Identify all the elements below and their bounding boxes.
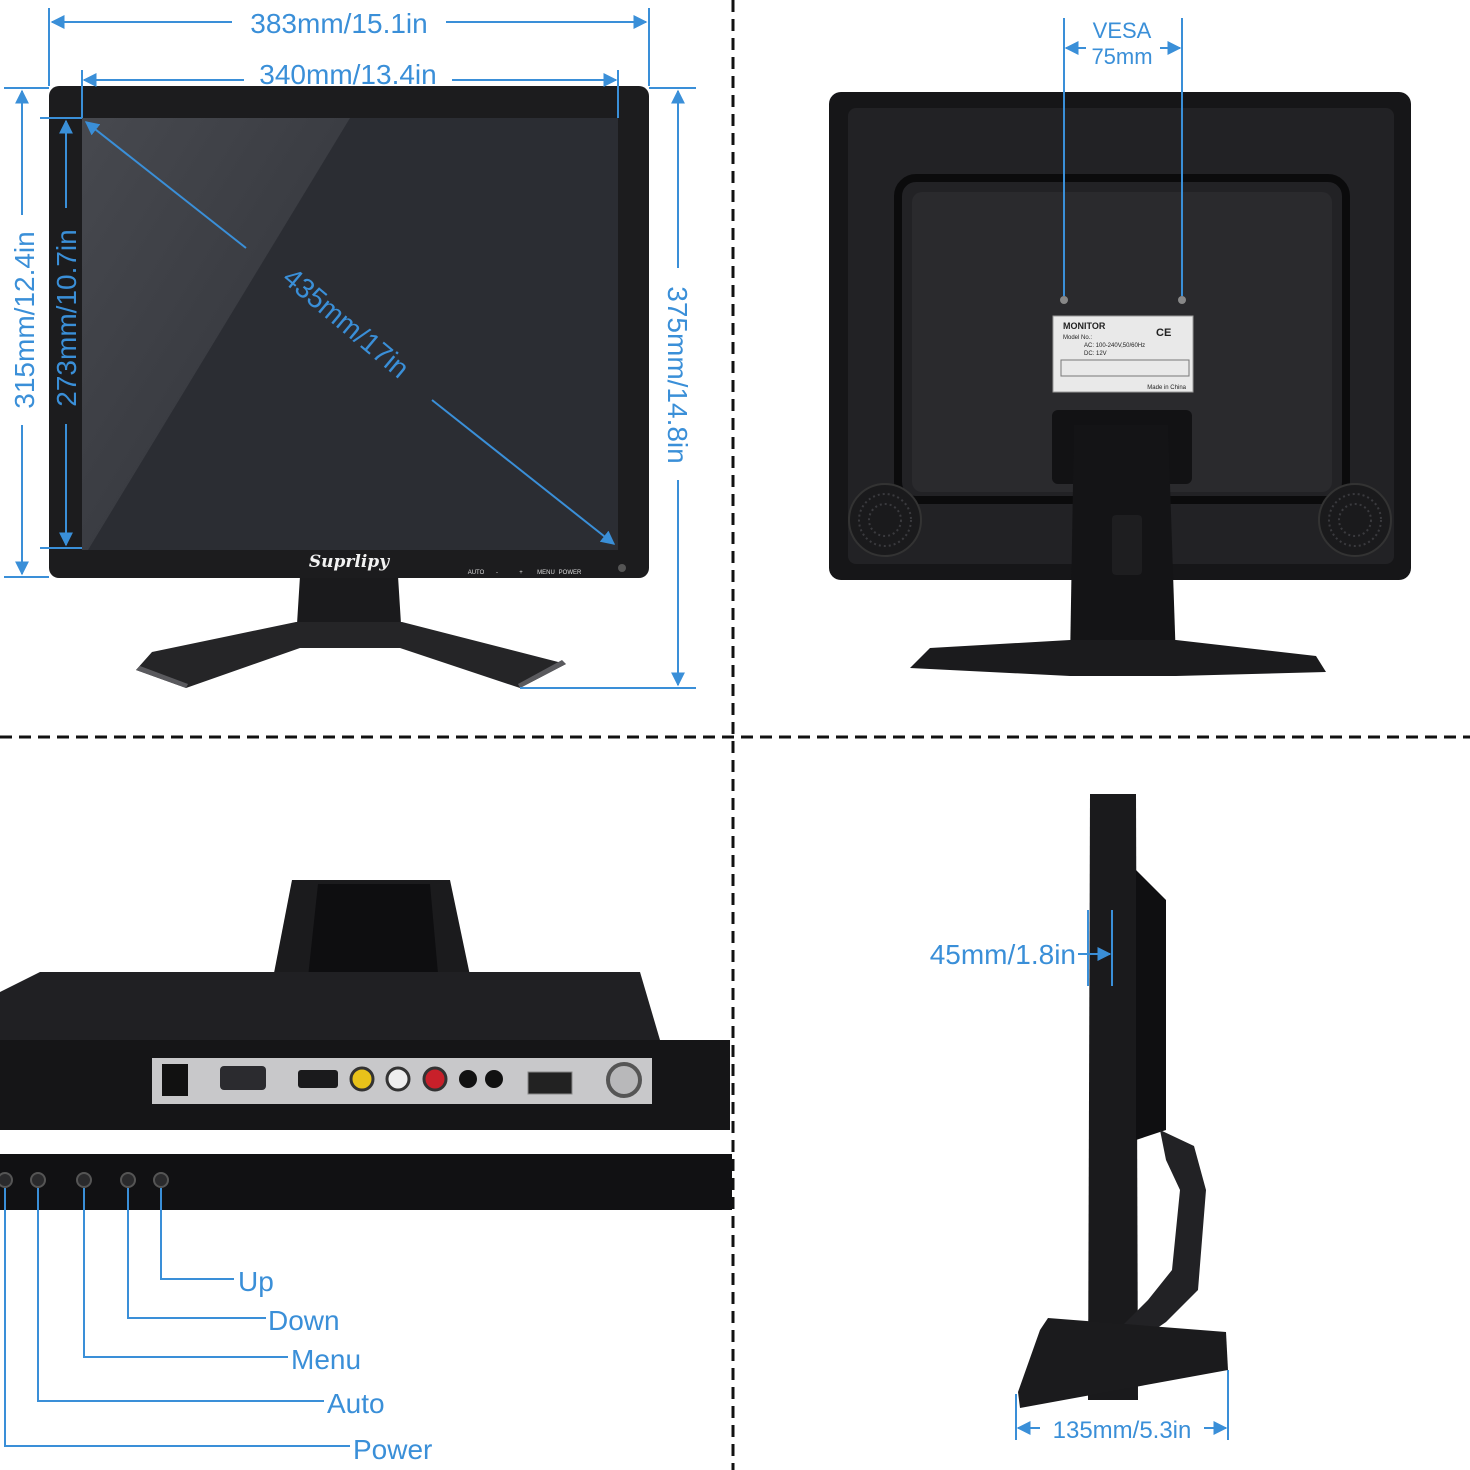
rating-label-ac: AC: 100-240V,50/60Hz [1084,343,1145,349]
side-view: 45mm/1.8in 135mm/5.3in [930,794,1229,1444]
menu-label: Menu [291,1344,361,1375]
side-stand-base [1018,1318,1228,1408]
dim-screen-height: 273mm/10.7in [40,117,82,549]
back-view: MONITOR Model No.: AC: 100-240V,50/60Hz … [829,18,1411,676]
rca-red-port [422,1066,448,1092]
dim-vesa: VESA 75mm [1063,18,1183,296]
port-row [162,1062,642,1098]
front-view: Suprlipy AUTO - + MENU POWER 383mm/15.1i… [4,8,696,689]
usb-port [527,1071,573,1095]
screen-width-label: 340mm/13.4in [259,59,436,90]
front-button-labels: AUTO - + MENU POWER [468,564,626,576]
dim-side-depth: 45mm/1.8in [930,910,1113,986]
front-stand [136,576,566,688]
overall-height-label: 315mm/12.4in [9,231,40,408]
auto-button-label: AUTO [468,570,485,576]
screen-glare [82,118,350,550]
menu-button-label: MENU [537,570,555,576]
power-button-label: POWER [559,570,582,576]
rating-label-made-in: Made in China [1147,385,1186,391]
minus-button-label: - [496,570,498,576]
control-buttons [0,1172,169,1188]
dim-overall-height: 315mm/12.4in [4,87,49,578]
plus-button-label: + [519,570,523,576]
dim-base-depth: 135mm/5.3in [1015,1370,1229,1444]
side-depth-label: 45mm/1.8in [930,939,1076,970]
side-panel [1088,794,1138,1400]
right-speaker-grille [1318,483,1392,557]
vesa-hole-left [1060,296,1068,304]
vesa-title-label: VESA [1093,18,1152,43]
dc-power-port [162,1064,188,1096]
power-label: Power [353,1434,432,1465]
brand-logo: Suprlipy [309,552,390,572]
down-button [120,1172,136,1188]
rating-label-title: MONITOR [1063,321,1106,331]
menu-button [76,1172,92,1188]
auto-label: Auto [327,1388,385,1419]
screen-height-label: 273mm/10.7in [51,229,82,406]
dim-overall-width: 383mm/15.1in [48,8,650,86]
rating-label-model: Model No.: [1063,335,1092,341]
rating-label: MONITOR Model No.: AC: 100-240V,50/60Hz … [1052,315,1194,393]
dim-height-with-stand: 375mm/14.8in [520,87,696,689]
ce-mark-icon: CE [1156,327,1171,339]
vga-port [220,1066,266,1090]
power-button [0,1172,13,1188]
auto-button [30,1172,46,1188]
hdmi-port [298,1070,338,1088]
bnc-port [606,1062,642,1098]
control-leader-lines [4,1188,350,1447]
base-depth-label: 135mm/5.3in [1053,1417,1192,1444]
vesa-hole-right [1178,296,1186,304]
audio-jack-2 [485,1070,503,1088]
dim-screen-width: 340mm/13.4in [81,59,619,118]
down-label: Down [268,1305,340,1336]
overall-width-label: 383mm/15.1in [250,8,427,39]
up-label: Up [238,1266,274,1297]
rca-yellow-port [349,1066,375,1092]
back-stand-base [910,640,1326,676]
ports-back-panel [0,972,660,1040]
up-button [153,1172,169,1188]
vesa-size-label: 75mm [1091,44,1152,69]
side-stand-arm [1114,1130,1206,1348]
rating-label-dc: DC: 12V [1084,351,1107,357]
ports-view: Up Down Menu Auto Power [0,880,732,1465]
rca-white-port [385,1066,411,1092]
left-speaker-grille [848,483,922,557]
power-led [618,564,626,572]
audio-jack-1 [459,1070,477,1088]
height-with-stand-label: 375mm/14.8in [662,286,693,463]
